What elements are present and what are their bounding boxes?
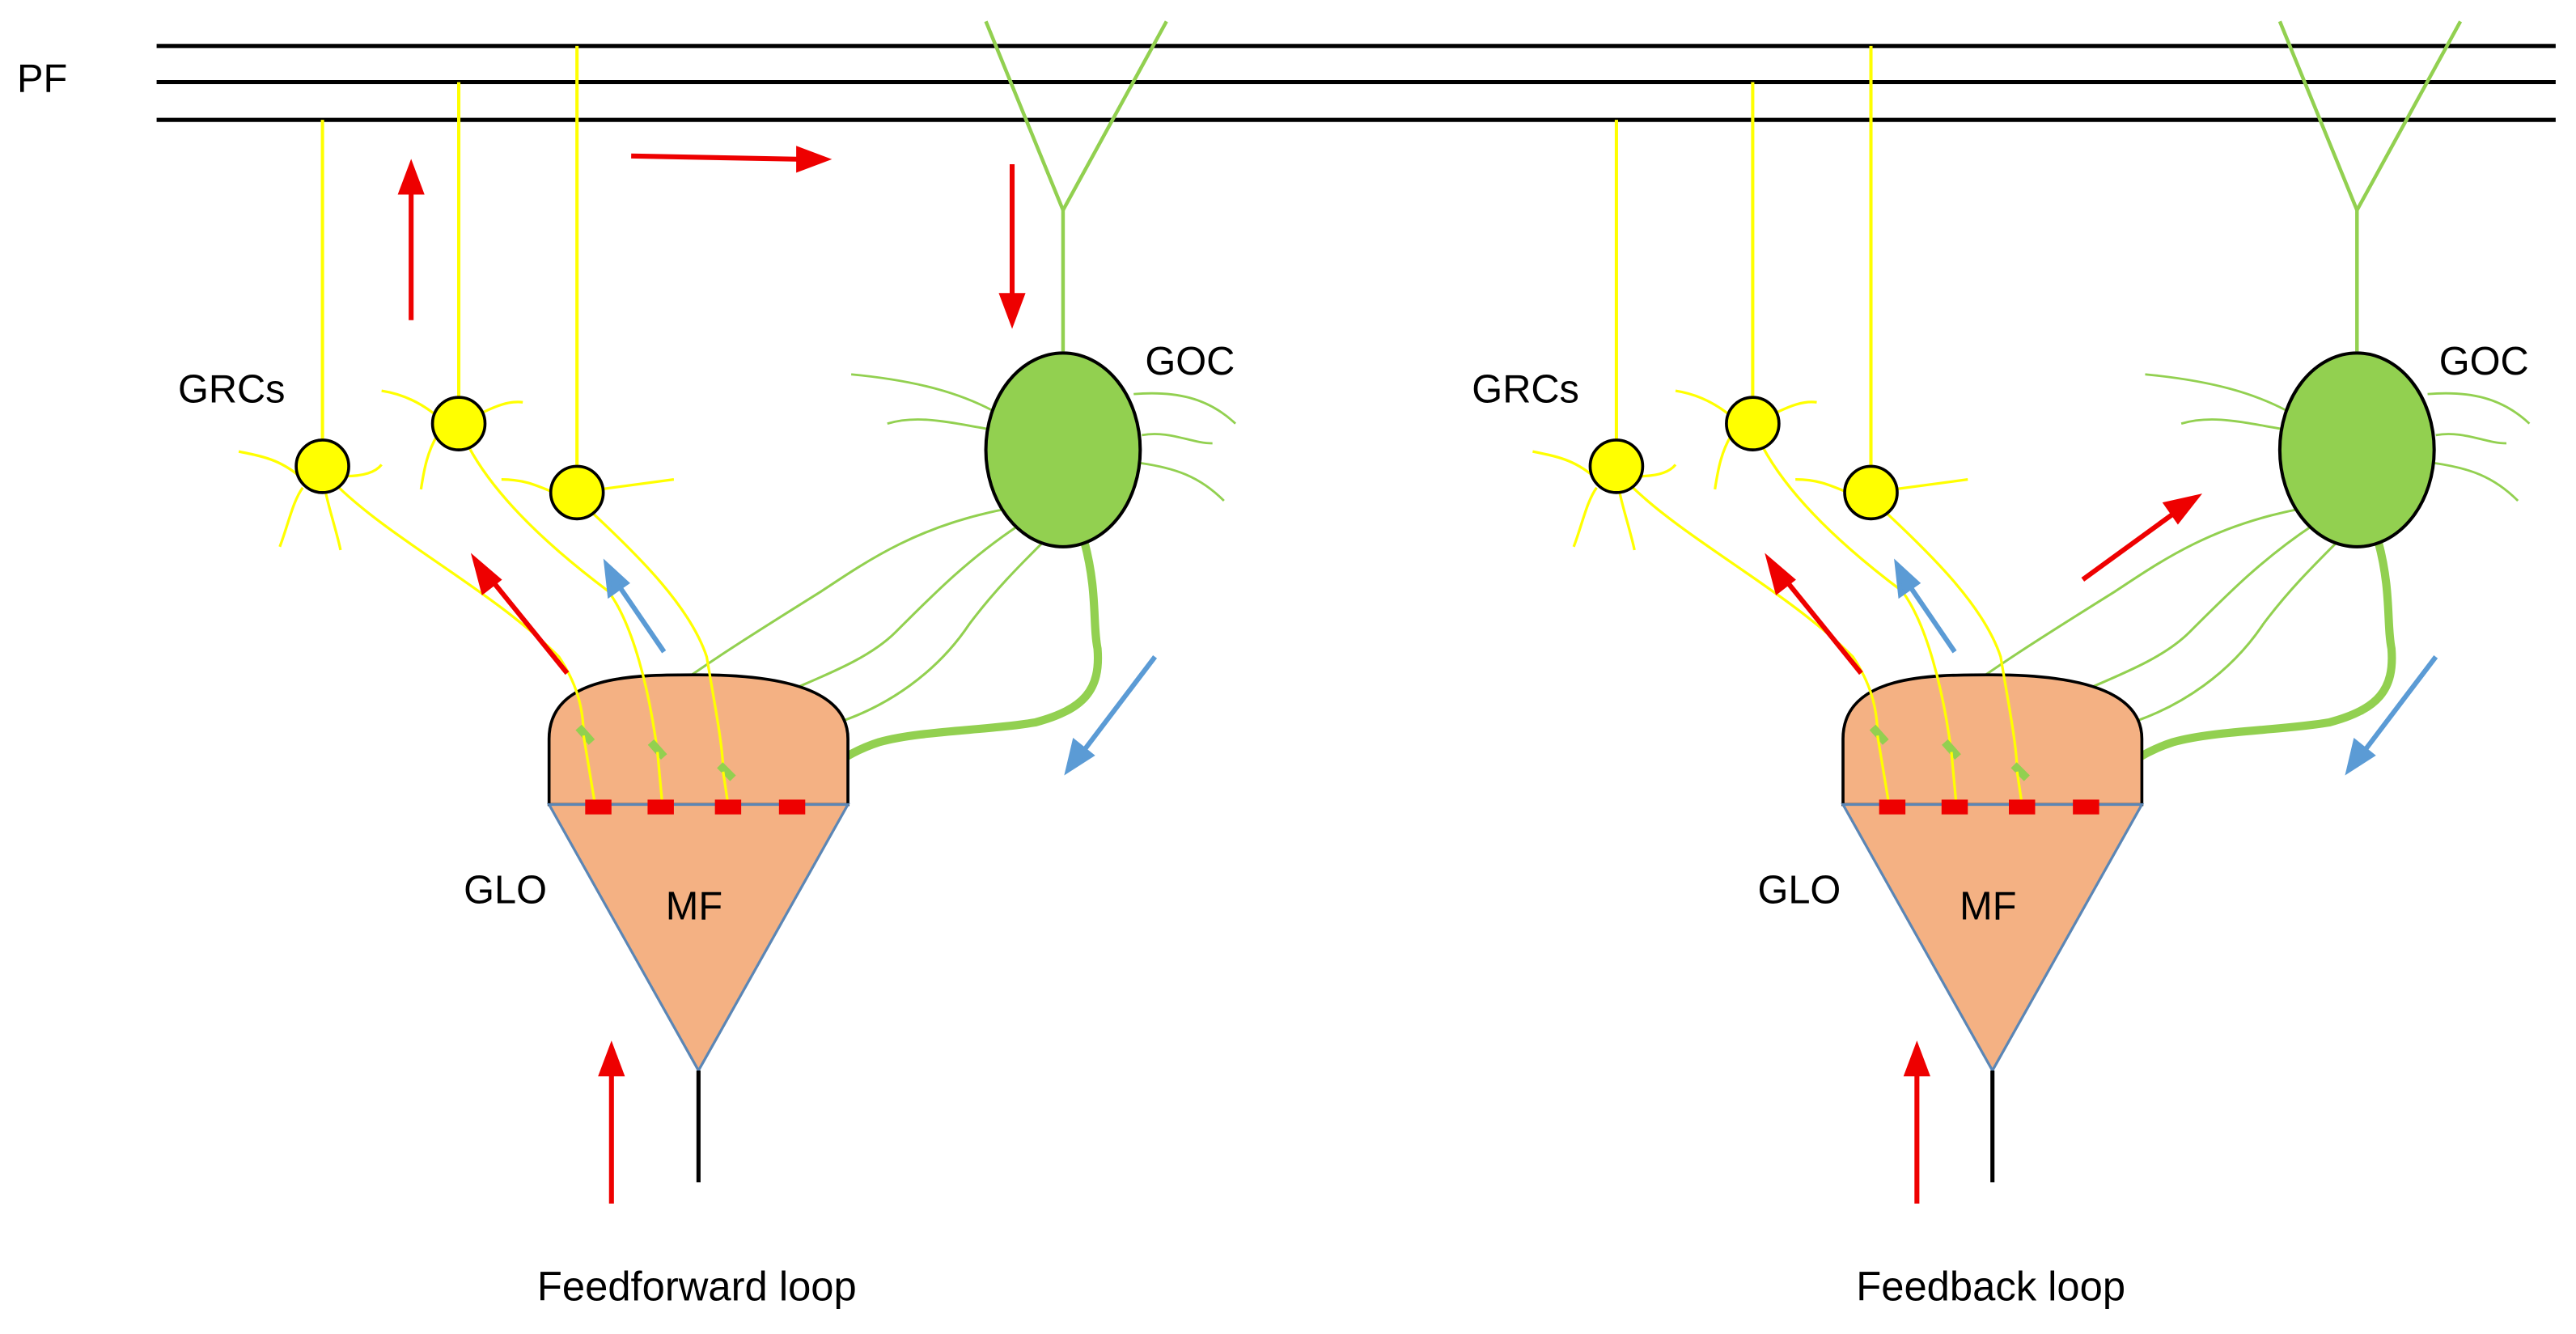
- granule-cell-axons: [320, 45, 579, 467]
- mf-label: MF: [666, 885, 722, 929]
- mossy-fiber-terminal: [1841, 803, 2145, 1074]
- synapse-marker: [714, 799, 742, 815]
- granule-cell-dendrites: [1532, 389, 2019, 772]
- inhibitory-arrows: [1894, 558, 2438, 776]
- glomerulus-cap: [1841, 673, 2144, 807]
- granule-cell-soma: [549, 464, 605, 521]
- inhibitory-arrows: [603, 558, 1158, 776]
- parallel-fibers: [156, 44, 2556, 122]
- panel-feedforward: GRCs GOC GLO MF Feedforward loop: [178, 20, 1237, 1309]
- synapse-marker: [778, 799, 806, 815]
- pf-label: PF: [17, 57, 67, 101]
- golgi-basal-dendrites: [850, 373, 1237, 502]
- panel-feedback: GRCs GOC GLO MF Feedback loop: [1472, 20, 2531, 1309]
- granule-dendrite-ends: [582, 735, 730, 805]
- synapse-marker: [2009, 799, 2036, 815]
- excitatory-arrows: [1765, 493, 2203, 1204]
- goc-label: GOC: [2439, 340, 2529, 383]
- granule-cell-soma: [430, 396, 487, 451]
- golgi-axon-thick: [786, 540, 1103, 808]
- granule-cell-soma: [1725, 396, 1781, 451]
- granule-cell-soma: [294, 438, 350, 494]
- synapse-marker: [585, 799, 612, 815]
- goc-label: GOC: [1145, 340, 1235, 383]
- synapse-marker: [1941, 799, 1968, 815]
- granule-dendrite-ends: [1876, 735, 2023, 805]
- mf-synapses: [585, 799, 806, 815]
- golgi-apical-dendrite: [984, 20, 1168, 352]
- granule-cell-axons: [1614, 45, 1873, 467]
- golgi-axon-thick: [2079, 540, 2396, 808]
- granule-cells: [1588, 396, 1899, 521]
- golgi-cell-soma: [2277, 351, 2436, 548]
- glo-label: GLO: [1757, 868, 1841, 912]
- granule-cells: [294, 396, 605, 521]
- granule-cell-soma: [1588, 438, 1645, 494]
- golgi-cell-soma: [984, 351, 1142, 548]
- grcs-label: GRCs: [178, 367, 286, 411]
- synapse-marker: [2073, 799, 2099, 815]
- golgi-basal-dendrites: [2145, 373, 2531, 502]
- synapse-marker: [647, 799, 674, 815]
- mf-synapses: [1879, 799, 2099, 815]
- granule-cell-soma: [1843, 464, 1899, 521]
- golgi-apical-dendrite: [2277, 20, 2463, 352]
- glomerulus-cap: [547, 673, 849, 807]
- golgi-terminals: [1869, 724, 2030, 781]
- glo-label: GLO: [464, 868, 547, 912]
- grcs-label: GRCs: [1472, 367, 1579, 411]
- synapse-marker: [1879, 799, 1906, 815]
- mossy-fiber-terminal: [546, 803, 850, 1074]
- mf-label: MF: [1960, 885, 2016, 929]
- excitatory-arrows: [397, 146, 1026, 1204]
- golgi-terminals: [575, 724, 736, 781]
- panel-title-feedback: Feedback loop: [1856, 1263, 2125, 1309]
- panel-title-feedforward: Feedforward loop: [537, 1263, 857, 1309]
